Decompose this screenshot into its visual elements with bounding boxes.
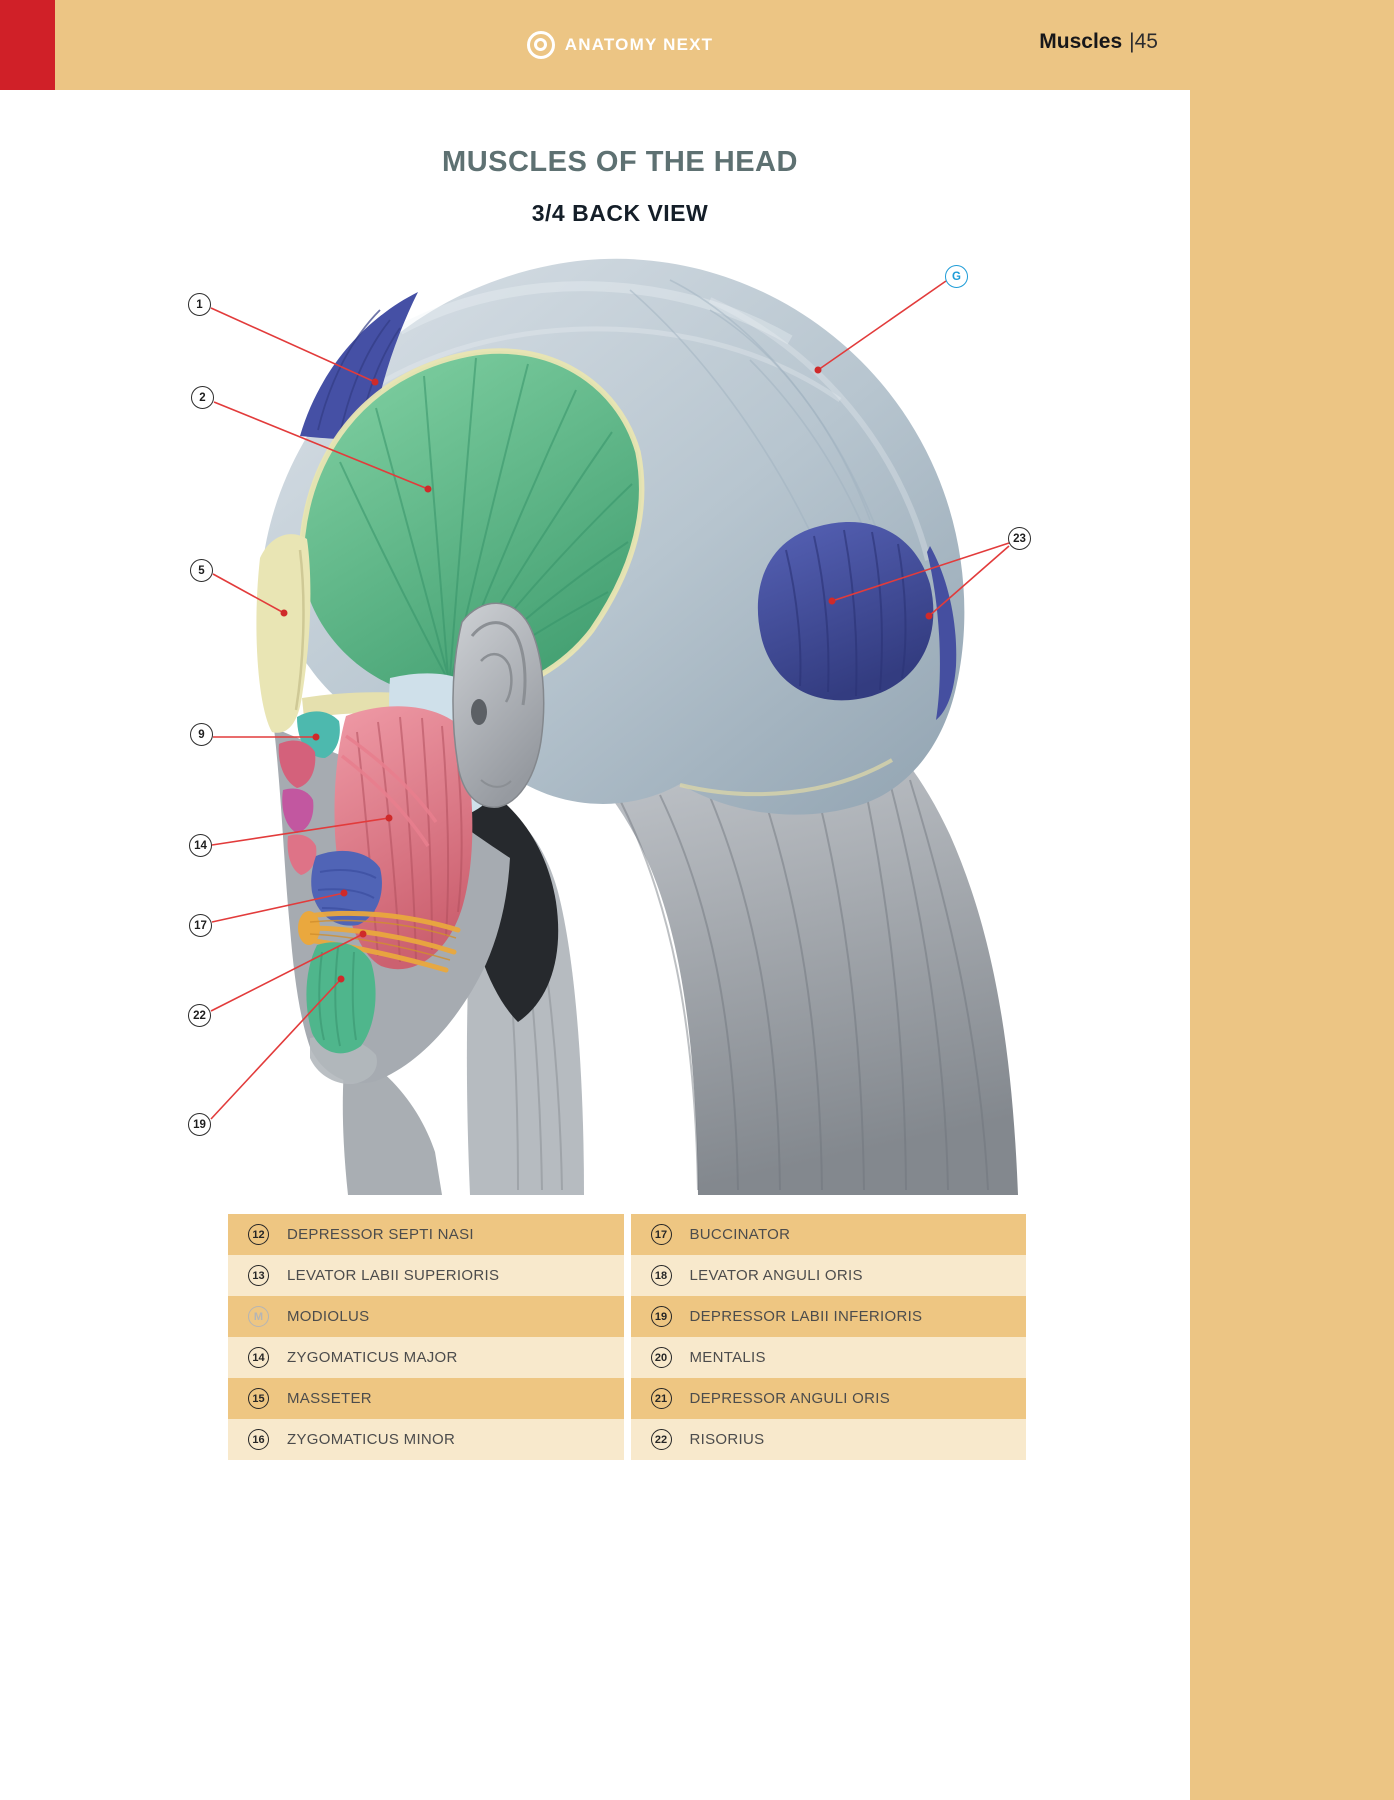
legend-row: 18 LEVATOR ANGULI ORIS (630, 1255, 1026, 1296)
legend-badge: 14 (248, 1347, 269, 1368)
callout-1: 1 (188, 293, 211, 316)
page-reference: Muscles |45 (1039, 30, 1158, 54)
anatomy-next-logo-icon (526, 31, 555, 59)
occipitalis-shape (757, 522, 934, 701)
red-corner-mark (0, 0, 55, 90)
legend-badge: 18 (650, 1265, 672, 1286)
orbital-rim-shade (294, 549, 305, 711)
legend-table: 12 DEPRESSOR SEPTI NASI 13 LEVATOR LABII… (228, 1214, 1026, 1460)
ear (452, 602, 545, 808)
legend-badge: 22 (650, 1429, 672, 1450)
section-label: Muscles (1039, 30, 1123, 53)
occipitalis-back-shape (927, 546, 957, 720)
legend-column-left: 12 DEPRESSOR SEPTI NASI 13 LEVATOR LABII… (228, 1214, 624, 1460)
legend-row: 22 RISORIUS (630, 1419, 1026, 1460)
legend-label: LEVATOR LABII SUPERIORIS (287, 1267, 500, 1284)
legend-label: MENTALIS (689, 1349, 766, 1366)
legend-badge: M (248, 1306, 269, 1327)
chin-muscle-green (306, 942, 376, 1054)
page-subtitle: 3/4 BACK VIEW (531, 200, 709, 226)
legend-row: 16 ZYGOMATICUS MINOR (228, 1419, 624, 1460)
callout-17: 17 (189, 914, 212, 937)
legend-row: 13 LEVATOR LABII SUPERIORIS (228, 1255, 624, 1296)
page-title: MUSCLES OF THE HEAD (442, 146, 798, 178)
legend-badge: 15 (248, 1388, 269, 1409)
brand-name: ANATOMY NEXT (564, 35, 714, 54)
callout-22: 22 (188, 1004, 211, 1027)
legend-column-right: 17 BUCCINATOR 18 LEVATOR ANGULI ORIS 19 … (630, 1214, 1026, 1460)
legend-row: 21 DEPRESSOR ANGULI ORIS (630, 1378, 1026, 1419)
legend-label: DEPRESSOR ANGULI ORIS (689, 1390, 891, 1407)
legend-label: RISORIUS (689, 1431, 765, 1448)
right-side-band (1190, 90, 1394, 1800)
zygomaticus-strands (340, 734, 438, 847)
facial-muscle-red (278, 740, 316, 788)
legend-row: 20 MENTALIS (630, 1337, 1026, 1378)
neck-front-shape (342, 1046, 442, 1195)
legend-row: 19 DEPRESSOR LABII INFERIORIS (630, 1296, 1026, 1337)
callout-9: 9 (190, 723, 213, 746)
legend-badge: 21 (650, 1388, 672, 1409)
legend-label: LEVATOR ANGULI ORIS (689, 1267, 863, 1284)
brand-logo: ANATOMY NEXT (0, 0, 1240, 90)
callout-23: 23 (1008, 527, 1031, 550)
neck-striations (619, 717, 989, 1191)
legend-badge: 16 (248, 1429, 269, 1450)
legend-label: ZYGOMATICUS MAJOR (287, 1349, 458, 1366)
legend-row: 15 MASSETER (228, 1378, 624, 1419)
callout-2: 2 (191, 386, 214, 409)
legend-badge: 19 (650, 1306, 672, 1327)
head-illustration (256, 258, 1018, 1195)
legend-badge: 17 (650, 1224, 672, 1245)
legend-row: 14 ZYGOMATICUS MAJOR (228, 1337, 624, 1378)
callout-5: 5 (190, 559, 213, 582)
legend-badge: 13 (248, 1265, 269, 1286)
legend-label: MASSETER (287, 1390, 372, 1407)
legend-label: DEPRESSOR SEPTI NASI (287, 1226, 474, 1243)
callout-g: G (945, 265, 968, 288)
legend-label: BUCCINATOR (689, 1226, 791, 1243)
callout-19: 19 (188, 1113, 211, 1136)
legend-label: DEPRESSOR LABII INFERIORIS (689, 1308, 923, 1325)
legend-label: MODIOLUS (287, 1308, 370, 1325)
legend-row: 17 BUCCINATOR (630, 1214, 1026, 1255)
page-number: |45 (1129, 30, 1158, 53)
callout-14: 14 (189, 834, 212, 857)
legend-row: 12 DEPRESSOR SEPTI NASI (228, 1214, 624, 1255)
neck-muscles-shape (580, 708, 1018, 1195)
legend-badge: 12 (248, 1224, 269, 1245)
legend-badge: 20 (650, 1347, 672, 1368)
legend-label: ZYGOMATICUS MINOR (287, 1431, 456, 1448)
header-band (55, 0, 1394, 90)
legend-row: M MODIOLUS (228, 1296, 624, 1337)
